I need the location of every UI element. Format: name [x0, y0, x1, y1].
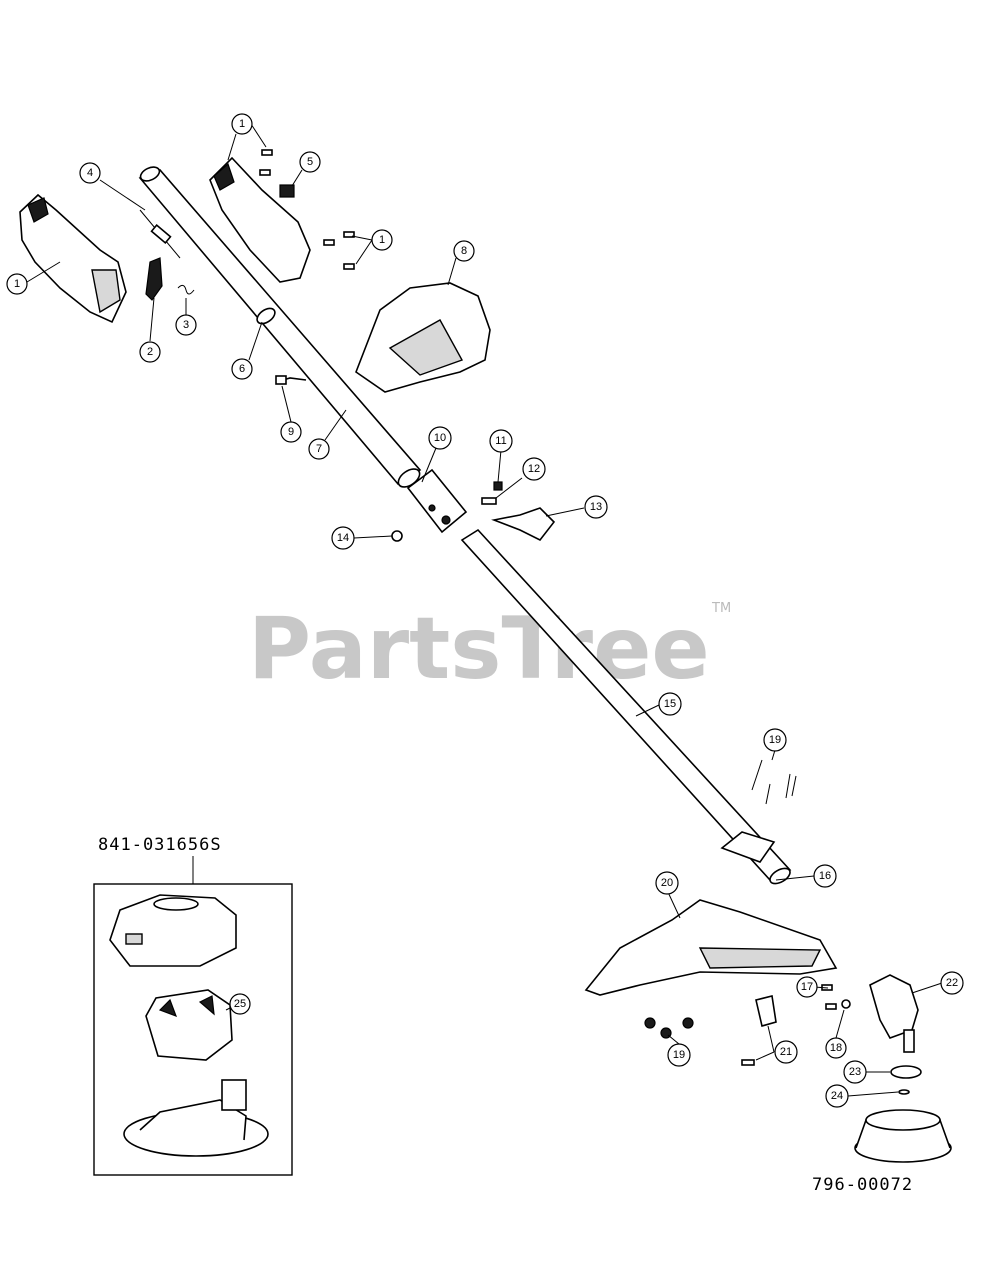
callout-19-lower: 19: [667, 1043, 691, 1067]
shield-part[interactable]: [741, 995, 777, 1066]
gearhead-part[interactable]: [869, 974, 919, 1053]
bolt-part-12[interactable]: [481, 497, 497, 505]
collar-part[interactable]: [254, 305, 277, 326]
bracket-part[interactable]: [720, 831, 776, 863]
screw-part-9[interactable]: [275, 375, 307, 385]
callout-5: 5: [299, 151, 321, 173]
nut-part-14[interactable]: [391, 530, 403, 542]
callout-16: 16: [813, 864, 837, 888]
svg-text:1: 1: [239, 118, 245, 130]
kit-cover[interactable]: [123, 1079, 269, 1157]
nut-part-11[interactable]: [493, 481, 503, 491]
washer-part-18[interactable]: [841, 999, 851, 1009]
svg-text:1: 1: [379, 234, 385, 246]
kit-spool[interactable]: [145, 989, 233, 1061]
svg-text:12: 12: [528, 463, 540, 475]
spring-part[interactable]: [177, 284, 195, 295]
leader-lines: [26, 123, 943, 1097]
callout-21: 21: [774, 1040, 798, 1064]
kit-box: 841-031656S: [93, 835, 293, 1176]
svg-text:8: 8: [461, 245, 467, 257]
callout-6: 6: [231, 358, 253, 380]
svg-text:10: 10: [434, 432, 446, 444]
screw-part-17[interactable]: [821, 984, 837, 1010]
guard-part[interactable]: [584, 899, 838, 996]
callout-1-left: 1: [6, 273, 28, 295]
trigger-part[interactable]: [145, 257, 163, 301]
svg-text:6: 6: [239, 363, 245, 375]
kit-part-number: 841-031656S: [98, 835, 222, 855]
callout-7: 7: [308, 438, 330, 460]
watermark-trademark: TM: [711, 601, 731, 616]
lower-shaft-part[interactable]: [460, 528, 793, 887]
nuts-part-19-lower[interactable]: [644, 1017, 694, 1039]
callout-9: 9: [280, 421, 302, 443]
svg-text:18: 18: [830, 1042, 842, 1054]
washer-part-24[interactable]: [898, 1089, 910, 1095]
svg-text:11: 11: [495, 435, 506, 447]
callout-19-upper: 19: [763, 728, 787, 752]
callout-14: 14: [331, 526, 355, 550]
svg-text:19: 19: [673, 1049, 685, 1061]
svg-text:7: 7: [316, 443, 322, 455]
callout-11: 11: [489, 429, 513, 453]
svg-text:22: 22: [946, 977, 958, 989]
callout-24: 24: [825, 1084, 849, 1108]
callout-2: 2: [139, 341, 161, 363]
trimmer-head-part[interactable]: [854, 1109, 952, 1163]
callout-1-top: 1: [231, 113, 253, 135]
svg-text:23: 23: [849, 1066, 861, 1078]
svg-text:5: 5: [307, 156, 313, 168]
callout-3: 3: [175, 314, 197, 336]
svg-text:25: 25: [234, 998, 246, 1010]
svg-text:17: 17: [801, 981, 813, 993]
right-handle-housing[interactable]: [209, 156, 311, 283]
watermark: PartsTree TM: [248, 599, 731, 699]
callout-25: 25: [229, 993, 251, 1015]
svg-text:16: 16: [819, 870, 831, 882]
svg-text:1: 1: [14, 278, 20, 290]
handle-screws[interactable]: [259, 149, 355, 270]
switch-part[interactable]: [279, 184, 295, 198]
assembly-part-number: 796-00072: [812, 1175, 913, 1195]
callout-15: 15: [658, 692, 682, 716]
assist-handle-part[interactable]: [355, 282, 491, 393]
svg-text:3: 3: [183, 319, 189, 331]
upper-shaft-part[interactable]: [138, 164, 422, 490]
bearing-part[interactable]: [890, 1065, 922, 1079]
knob-part-13[interactable]: [491, 507, 556, 542]
svg-text:2: 2: [147, 346, 153, 358]
callout-18: 18: [825, 1037, 847, 1059]
kit-spool-housing[interactable]: [109, 894, 237, 967]
callout-22: 22: [940, 971, 964, 995]
cable-part[interactable]: [139, 209, 181, 259]
screws-part-19-upper[interactable]: [751, 759, 797, 805]
svg-text:21: 21: [780, 1046, 792, 1058]
left-handle-housing[interactable]: [19, 193, 127, 324]
svg-text:15: 15: [664, 698, 676, 710]
callout-8: 8: [453, 240, 475, 262]
callout-17: 17: [796, 976, 818, 998]
watermark-text: PartsTree: [248, 599, 710, 699]
callout-13: 13: [584, 495, 608, 519]
callout-23: 23: [843, 1060, 867, 1084]
svg-text:9: 9: [288, 426, 294, 438]
svg-text:14: 14: [337, 532, 349, 544]
callout-10: 10: [428, 426, 452, 450]
svg-text:13: 13: [590, 501, 602, 513]
callout-1-right: 1: [371, 229, 393, 251]
callout-12: 12: [522, 457, 546, 481]
svg-text:4: 4: [87, 167, 93, 179]
svg-text:20: 20: [661, 877, 673, 889]
callout-4: 4: [79, 162, 101, 184]
svg-text:24: 24: [831, 1090, 843, 1102]
callout-20: 20: [655, 871, 679, 895]
svg-text:19: 19: [769, 734, 781, 746]
